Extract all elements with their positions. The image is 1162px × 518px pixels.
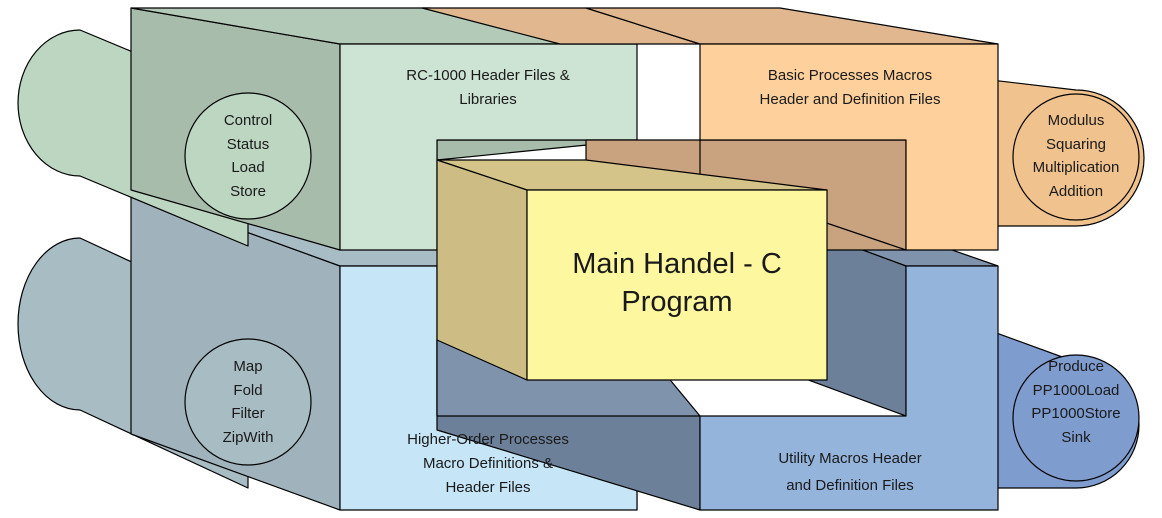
utility-items: Produce PP1000Load PP1000Store Sink xyxy=(1031,358,1120,446)
higher-order-title-line: Higher-Order Processes xyxy=(407,431,569,448)
basic-cylinder-end xyxy=(1012,93,1140,221)
utility-front-face xyxy=(699,265,999,511)
rc1000-cylinder-end xyxy=(184,92,312,220)
basic-item: Modulus xyxy=(1048,112,1105,129)
main-title-line: Program xyxy=(621,286,732,318)
higher-order-item: ZipWith xyxy=(223,429,274,446)
basic-title-line: Header and Definition Files xyxy=(760,91,941,108)
higher-order-title-line: Macro Definitions & xyxy=(423,455,553,472)
basic-title-line: Basic Processes Macros xyxy=(768,67,932,84)
basic-item: Addition xyxy=(1049,183,1103,200)
basic-front-face xyxy=(699,43,999,251)
basic-items: Modulus Squaring Multiplication Addition xyxy=(1033,112,1120,200)
rc1000-title-line: Libraries xyxy=(459,91,517,108)
higher-order-item: Map xyxy=(233,358,262,375)
rc1000-title-line: RC-1000 Header Files & xyxy=(406,67,569,84)
utility-item: PP1000Store xyxy=(1031,405,1120,422)
rc1000-items: Control Status Load Store xyxy=(224,112,272,200)
utility-title-line: and Definition Files xyxy=(786,477,914,494)
utility-item: PP1000Load xyxy=(1033,382,1120,399)
main-block xyxy=(436,159,828,381)
rc1000-item: Store xyxy=(230,183,266,200)
main-title-line: Main Handel - C xyxy=(572,248,782,280)
basic-item: Multiplication xyxy=(1033,159,1120,176)
utility-title-line: Utility Macros Header xyxy=(778,450,921,467)
rc1000-title: RC-1000 Header Files & Libraries xyxy=(406,67,569,108)
higher-order-title: Higher-Order Processes Macro Definitions… xyxy=(407,431,569,496)
basic-title: Basic Processes Macros Header and Defini… xyxy=(760,67,941,108)
higher-order-item: Fold xyxy=(233,382,262,399)
utility-title: Utility Macros Header and Definition Fil… xyxy=(778,450,921,494)
main-title: Main Handel - C Program xyxy=(572,248,782,318)
utility-cylinder-end xyxy=(1012,354,1140,482)
higher-order-cylinder-end xyxy=(184,338,312,466)
rc1000-item: Load xyxy=(231,159,264,176)
main-front-face xyxy=(526,189,828,381)
rc1000-item: Status xyxy=(227,136,270,153)
higher-order-items: Map Fold Filter ZipWith xyxy=(223,358,274,446)
utility-item: Produce xyxy=(1048,358,1104,375)
higher-order-item: Filter xyxy=(231,405,264,422)
higher-order-title-line: Header Files xyxy=(445,479,530,496)
basic-item: Squaring xyxy=(1046,136,1106,153)
utility-item: Sink xyxy=(1061,429,1091,446)
rc1000-item: Control xyxy=(224,112,272,129)
